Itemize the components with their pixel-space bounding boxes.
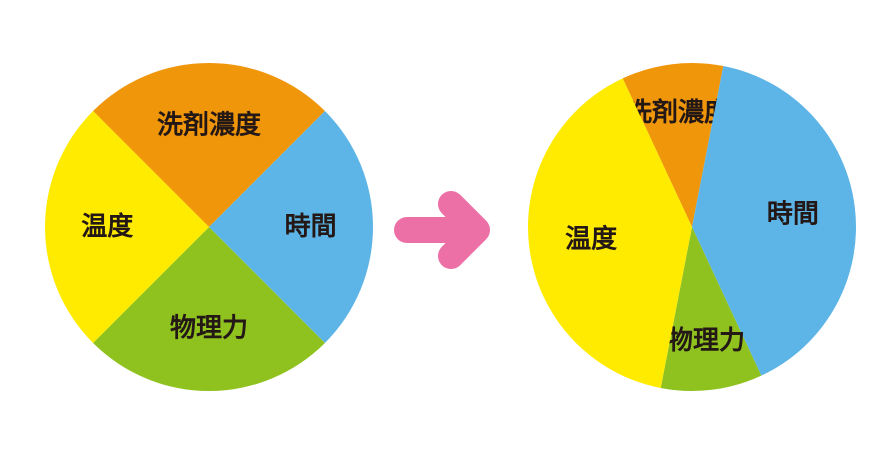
slice-physical-force (93, 227, 325, 391)
slice-physical-force (660, 227, 762, 391)
label-physical-force: 物理力 (667, 326, 745, 356)
slice-temperature (44, 111, 209, 343)
slice-detergent-concentration (622, 63, 724, 227)
label-physical-force: 物理力 (170, 314, 248, 344)
slice-temperature (528, 78, 692, 388)
label-temperature: 温度 (565, 223, 617, 254)
label-time: 時間 (285, 212, 337, 242)
label-detergent-concentration: 洗剤濃度 (157, 109, 261, 140)
label-temperature: 温度 (81, 211, 133, 242)
label-time: 時間 (767, 200, 819, 230)
slice-time (209, 111, 373, 343)
slice-detergent-concentration (93, 63, 325, 228)
slice-time (692, 66, 856, 376)
arrow-right-icon (394, 191, 490, 269)
